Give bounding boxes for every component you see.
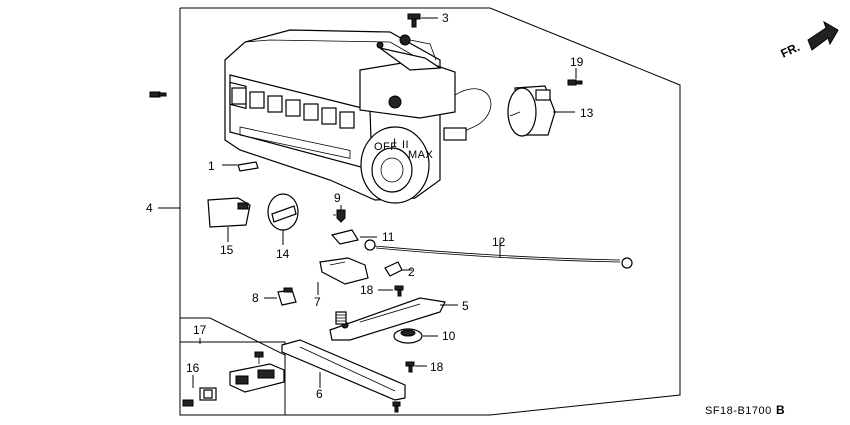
spring [335, 311, 347, 325]
part-17-harness-connector [229, 351, 285, 393]
part-18-screw-lower [405, 361, 415, 373]
part-12-cable [364, 239, 633, 269]
part-7-lever [319, 257, 369, 285]
callout-labels: 1 2 3 4 5 6 7 8 9 10 11 12 13 14 15 16 1… [146, 11, 594, 401]
callout-12: 12 [492, 235, 506, 249]
callout-5: 5 [462, 299, 469, 313]
part-3-screw [407, 13, 421, 28]
part-6-bracket [281, 339, 406, 413]
part-5-slide-plate [329, 297, 446, 341]
diagram-revision: B [776, 403, 785, 417]
callout-17: 17 [193, 323, 207, 337]
callout-8: 8 [252, 291, 259, 305]
callout-3: 3 [442, 11, 449, 25]
part-18-screw-upper [394, 285, 404, 297]
callout-4: 4 [146, 201, 153, 215]
part-1-bracket [237, 161, 259, 172]
heater-control-unit: OFF I II MAX [224, 29, 492, 204]
push-button-row [231, 87, 355, 129]
callout-6: 6 [316, 387, 323, 401]
front-direction-arrow: FR. [778, 20, 839, 61]
callout-16: 16 [186, 361, 200, 375]
dial-label-ii: II [402, 139, 409, 151]
part-9-clip [333, 209, 346, 223]
part-15-switch [207, 197, 251, 228]
callout-9: 9 [334, 191, 341, 205]
callout-10: 10 [442, 329, 456, 343]
part-10-gear [393, 328, 423, 344]
callout-2: 2 [408, 265, 415, 279]
callout-11: 11 [382, 230, 395, 244]
blower-dial-housing: OFF I II MAX [360, 126, 434, 204]
part-11-bracket [330, 229, 359, 245]
part-2-clip [384, 261, 403, 277]
diagram-code: SF18-B1700 B [705, 403, 785, 417]
callout-14: 14 [276, 247, 290, 261]
callout-18-lower: 18 [430, 360, 444, 374]
loose-screw-top-left [149, 91, 167, 98]
callout-1: 1 [208, 159, 215, 173]
callout-7: 7 [314, 295, 321, 309]
callout-15: 15 [220, 243, 234, 257]
part-13-motor [507, 85, 556, 137]
callout-19: 19 [570, 55, 584, 69]
callout-13: 13 [580, 106, 594, 120]
part-8-block [277, 287, 297, 306]
dial-label-i: I [393, 137, 397, 149]
part-19-screw [567, 79, 583, 86]
dial-label-max: MAX [408, 149, 434, 161]
diagram-code-text: SF18-B1700 [705, 405, 772, 417]
callout-18-upper: 18 [360, 283, 374, 297]
direction-label: FR. [778, 40, 801, 61]
part-16-terminal [182, 387, 217, 407]
part-14-knob [267, 193, 299, 231]
subkit-boundary [179, 317, 286, 416]
dial-label-off: OFF [374, 141, 398, 153]
